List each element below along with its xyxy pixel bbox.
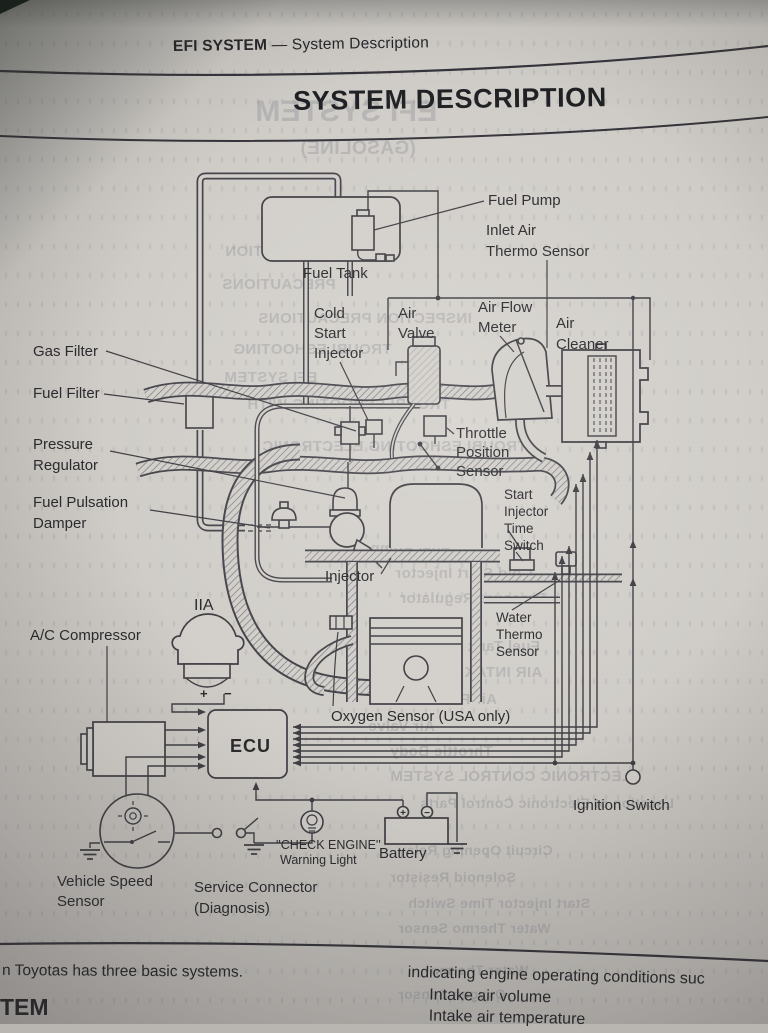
vehicle-speed-sensor-component: [79, 756, 198, 869]
label-ecu: ECU: [230, 736, 271, 756]
label-wts-3: Sensor: [496, 644, 539, 659]
label-leader-lines: [103, 200, 561, 611]
label-check-engine-1: ''CHECK ENGINE'': [276, 838, 381, 852]
footer-left-text: n Toyotas has three basic systems.: [1, 962, 244, 981]
label-cold-start-3: Injector: [314, 345, 363, 362]
label-sits-1: Start: [504, 487, 533, 502]
footer-rule: [0, 942, 768, 963]
label-air-valve-2: Valve: [398, 325, 434, 342]
label-sits-2: Injector: [504, 504, 549, 519]
label-tps-3: Sensor: [456, 463, 504, 480]
piston: [369, 617, 463, 705]
fuel-pulsation-damper-component: [271, 501, 297, 529]
label-pressure-regulator-2: Regulator: [33, 457, 98, 474]
title-rule: [0, 116, 768, 142]
label-sits-4: Switch: [504, 538, 544, 553]
water-thermo-sensor-component: [555, 551, 577, 575]
footer-right-text: indicating engine operating conditions s…: [407, 962, 705, 1033]
label-inlet-air-thermo-1: Inlet Air: [486, 222, 536, 239]
label-injector: Injector: [325, 568, 374, 585]
label-service-connector-2: (Diagnosis): [194, 900, 270, 917]
label-iia: IIA: [194, 597, 214, 614]
label-air-flow-meter-1: Air Flow: [478, 299, 532, 316]
label-inlet-air-thermo-2: Thermo Sensor: [486, 243, 589, 260]
engine-block: [304, 549, 500, 705]
ecu-component: [207, 709, 288, 779]
label-gas-filter: Gas Filter: [33, 343, 98, 360]
label-sits-3: Time: [504, 521, 534, 536]
label-fuel-pulsation-1: Fuel Pulsation: [33, 494, 128, 511]
label-service-connector-1: Service Connector: [194, 879, 317, 896]
battery-plus-sign: +: [400, 808, 406, 819]
water-outlet: [484, 573, 622, 604]
service-connector-component: [175, 817, 265, 855]
label-fuel-tank: Fuel Tank: [303, 265, 368, 282]
label-air-valve-1: Air: [398, 305, 416, 322]
ignition-switch-component: [625, 295, 641, 785]
label-battery: Battery: [379, 845, 427, 862]
label-wts-1: Water: [496, 610, 532, 625]
air-flow-meter-component: [491, 337, 563, 463]
fuel-tank-component: [261, 196, 401, 262]
air-system-box: [387, 295, 651, 360]
air-chamber: [389, 483, 483, 548]
ecu-left-arrows: [198, 708, 206, 770]
label-cold-start-2: Start: [314, 325, 347, 342]
label-air-cleaner-1: Air: [556, 315, 574, 332]
label-fuel-pump: Fuel Pump: [488, 192, 561, 209]
fuel-rail: [254, 403, 420, 583]
label-ac-compressor: A/C Compressor: [30, 627, 141, 644]
label-wts-2: Thermo: [496, 627, 543, 642]
label-cold-start-1: Cold: [314, 305, 345, 322]
label-vss-1: Vehicle Speed: [57, 873, 153, 890]
cold-start-injector-component: [334, 406, 383, 462]
label-air-cleaner-2: Cleaner: [556, 336, 609, 353]
label-check-engine-2: Warning Light: [280, 853, 357, 867]
bottom-wiring: [252, 782, 403, 844]
iia-plus-sign: +: [200, 686, 208, 701]
footer-left-partial-heading: TEM: [0, 994, 49, 1020]
label-vss-2: Sensor: [57, 893, 105, 910]
battery-minus-sign: −: [424, 808, 430, 819]
air-valve-component: [389, 336, 441, 459]
fuel-pump-component: [351, 215, 375, 251]
battery-component: [384, 792, 468, 854]
label-air-flow-meter-2: Meter: [478, 319, 516, 336]
label-ignition-switch: Ignition Switch: [573, 797, 670, 814]
iia-minus-sign: −: [224, 686, 232, 701]
header-rule: [0, 44, 768, 76]
label-tps-2: Position: [456, 444, 509, 461]
label-tps-1: Throttle: [456, 425, 507, 442]
fuel-line-pipes: [196, 172, 353, 532]
check-engine-lamp: [300, 810, 324, 834]
label-fuel-pulsation-2: Damper: [33, 515, 86, 532]
label-pressure-regulator-1: Pressure: [33, 436, 93, 453]
label-oxygen-sensor: Oxygen Sensor (USA only): [331, 708, 510, 725]
throttle-position-sensor-component: [423, 415, 447, 444]
fuel-pump-wire: [367, 190, 439, 298]
oxygen-sensor-component: [329, 615, 353, 707]
ac-compressor-component: [80, 646, 198, 777]
air-cleaner-component: [561, 343, 649, 449]
iia-component: [171, 613, 245, 713]
fuel-filter-component: [185, 391, 214, 429]
label-fuel-filter: Fuel Filter: [33, 385, 100, 402]
intake-tract: [135, 381, 570, 505]
ecu-sensor-harness: [293, 440, 636, 767]
